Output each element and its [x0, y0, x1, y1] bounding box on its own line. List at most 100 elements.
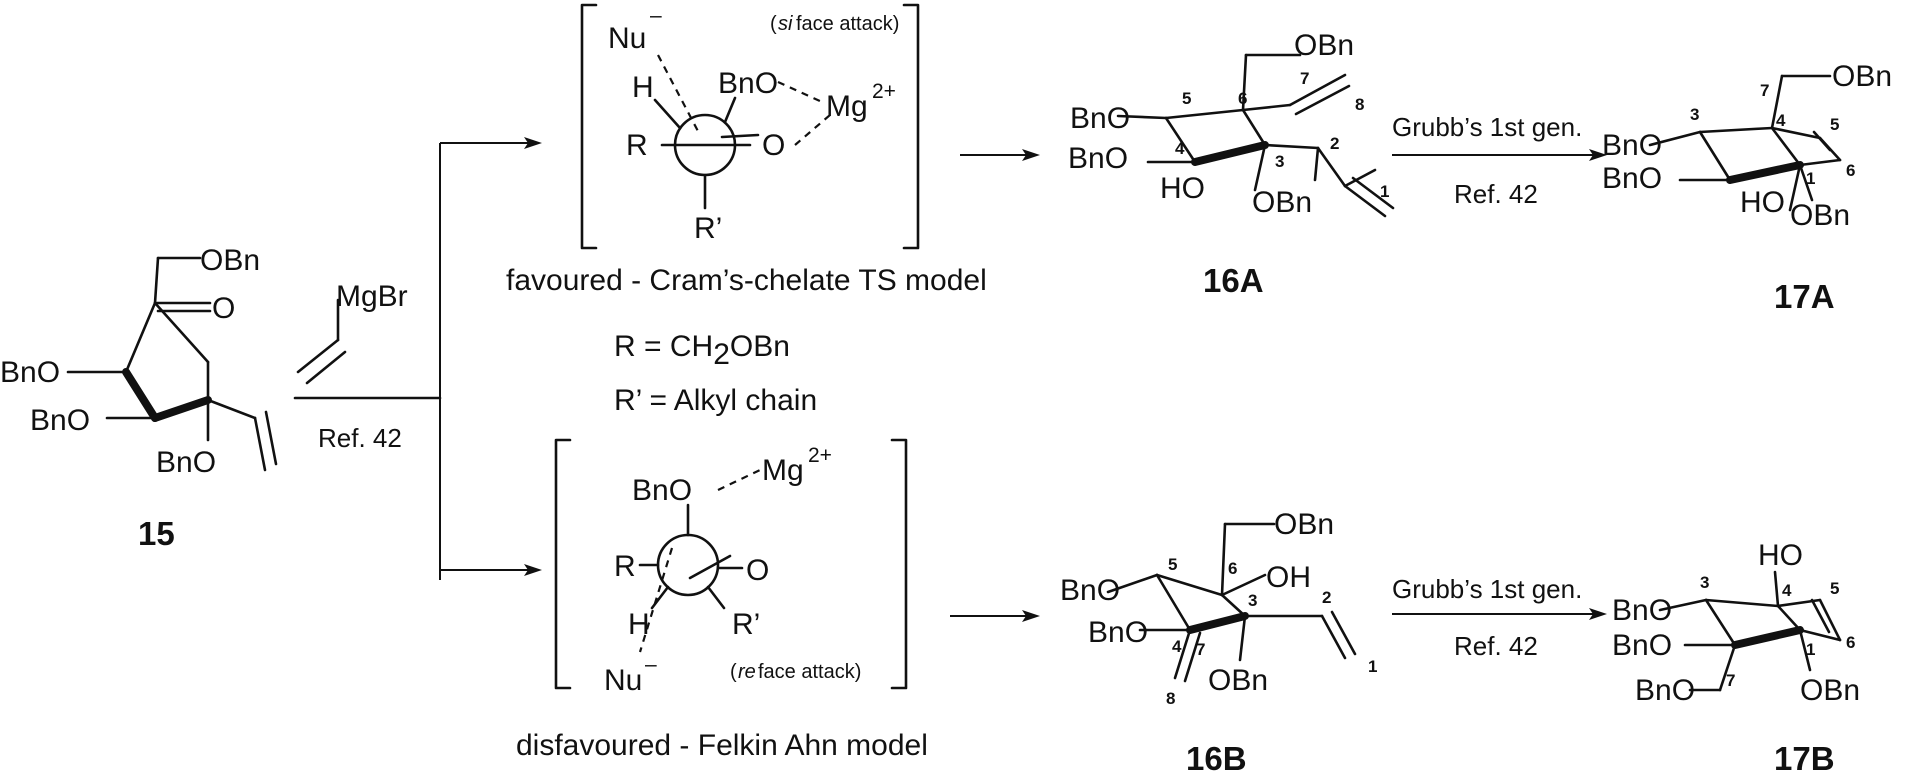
17A-bno-2: BnO — [1602, 162, 1662, 195]
vinylmagnesium-bromide: MgBr Ref. 42 — [293, 280, 442, 453]
16B-bno-4: BnO — [1088, 616, 1148, 649]
rcm-a-reagent: Grubb’s 1st gen. — [1392, 112, 1582, 142]
ts-b-face-letters: re — [738, 661, 756, 683]
17A-ho: HO — [1740, 186, 1785, 219]
17B-bno-7: BnO — [1635, 674, 1695, 707]
16A-num-5: 5 — [1182, 89, 1191, 108]
compound-16B: OBn OH BnO BnO OBn 5 6 3 2 4 7 8 1 16B — [1060, 508, 1377, 774]
label-15: 15 — [138, 515, 175, 552]
c15-bno-left: BnO — [0, 356, 60, 389]
16B-num-6: 6 — [1228, 559, 1237, 578]
ts-to-product-arrows — [950, 149, 1040, 622]
rcm-b-reagent: Grubb’s 1st gen. — [1392, 574, 1582, 604]
16A-num-7: 7 — [1300, 69, 1309, 88]
ts-b-face-open: ( — [730, 661, 737, 683]
16B-obn-3: OBn — [1208, 664, 1268, 697]
rcm-step-bottom: Grubb’s 1st gen. Ref. 42 — [1392, 574, 1607, 661]
16A-num-6: 6 — [1238, 89, 1247, 108]
rcm-b-ref: Ref. 42 — [1454, 631, 1538, 661]
17B-num-6: 6 — [1846, 633, 1855, 652]
ts-a-bno: BnO — [718, 67, 778, 100]
16A-num-2: 2 — [1330, 134, 1339, 153]
label-17B: 17B — [1774, 740, 1835, 774]
16A-obn-3: OBn — [1252, 186, 1312, 219]
17B-ho: HO — [1758, 539, 1803, 572]
16B-obn-top: OBn — [1274, 508, 1334, 541]
ts-b-h: H — [628, 608, 650, 641]
mgbr-label: MgBr — [336, 280, 408, 313]
def-rprime: R’ = Alkyl chain — [614, 384, 817, 417]
ts-a-nu-charge: – — [650, 4, 662, 27]
16B-num-1: 1 — [1368, 657, 1377, 676]
16B-num-4: 4 — [1172, 637, 1182, 656]
17A-num-6: 6 — [1846, 161, 1855, 180]
ts-chelate: Nu – ( si face attack) H BnO Mg 2+ R O R… — [506, 3, 987, 297]
16A-bno-4: BnO — [1068, 142, 1128, 175]
ts-a-mg-charge: 2+ — [872, 80, 896, 103]
17A-num-4: 4 — [1776, 111, 1786, 130]
17B-num-7: 7 — [1726, 671, 1735, 690]
compound-17A: OBn BnO BnO HO OBn 7 3 4 5 6 1 17A — [1602, 60, 1892, 315]
ts-a-r: R — [626, 129, 648, 162]
16A-num-8: 8 — [1355, 95, 1364, 114]
c15-ketone-o: O — [212, 292, 235, 325]
def-r: R = CH2OBn — [614, 330, 790, 371]
17B-num-3: 3 — [1700, 573, 1709, 592]
17B-num-5: 5 — [1830, 579, 1839, 598]
ts-b-mg: Mg — [762, 454, 804, 487]
17B-obn-1: OBn — [1800, 674, 1860, 707]
16B-bno-5: BnO — [1060, 574, 1120, 607]
ts-b-r: R — [614, 550, 636, 583]
ts-a-face-letters: si — [778, 13, 793, 35]
17B-bno-2: BnO — [1612, 629, 1672, 662]
ts-b-caption: disfavoured - Felkin Ahn model — [516, 729, 928, 762]
17B-num-4: 4 — [1782, 581, 1792, 600]
c15-bno-bottom: BnO — [156, 446, 216, 479]
label-16A: 16A — [1203, 262, 1264, 299]
substituent-definitions: R = CH2OBn R’ = Alkyl chain — [614, 330, 817, 417]
16B-num-5: 5 — [1168, 555, 1177, 574]
ts-a-face-open: ( — [770, 13, 777, 35]
ts-b-bno: BnO — [632, 474, 692, 507]
17A-num-1: 1 — [1806, 169, 1815, 188]
label-17A: 17A — [1774, 278, 1835, 315]
16A-num-4: 4 — [1175, 139, 1185, 158]
ts-a-o: O — [762, 129, 785, 162]
ts-a-face-rest: face attack) — [796, 13, 899, 35]
16A-bno-5: BnO — [1070, 102, 1130, 135]
c15-obn-top-fix: OBn — [200, 244, 260, 277]
ts-felkin: BnO Mg 2+ R O H R’ Nu – ( re face attack… — [516, 438, 928, 762]
16B-oh: OH — [1266, 561, 1311, 594]
ts-b-o: O — [746, 554, 769, 587]
17A-obn-top: OBn — [1832, 60, 1892, 93]
ts-b-face-rest: face attack) — [758, 661, 861, 683]
16A-ho: HO — [1160, 172, 1205, 205]
17A-num-3: 3 — [1690, 105, 1699, 124]
ts-b-mg-charge: 2+ — [808, 444, 832, 467]
16A-num-3: 3 — [1275, 152, 1284, 171]
16B-num-8: 8 — [1166, 689, 1175, 708]
17A-bno-3: BnO — [1602, 129, 1662, 162]
reagent-ref: Ref. 42 — [318, 423, 402, 453]
c15-bno-mid: BnO — [30, 404, 90, 437]
17A-num-5: 5 — [1830, 115, 1839, 134]
16B-num-3: 3 — [1248, 591, 1257, 610]
ts-a-caption: favoured - Cram’s-chelate TS model — [506, 264, 987, 297]
compound-15: OBn OBn O BnO BnO BnO 15 — [0, 244, 278, 552]
ts-b-nu-charge: – — [645, 653, 657, 676]
16A-num-1: 1 — [1380, 182, 1389, 201]
16B-num-7: 7 — [1196, 640, 1205, 659]
branch-arrows — [439, 137, 542, 580]
compound-17B: HO BnO BnO BnO OBn 3 4 5 6 1 7 17B — [1612, 539, 1860, 774]
compound-16A: OBn BnO BnO HO OBn 5 6 7 8 4 3 2 1 16A — [1068, 29, 1395, 299]
ts-a-rprime: R’ — [694, 212, 722, 245]
label-16B: 16B — [1186, 740, 1247, 774]
ts-a-nu: Nu — [608, 22, 646, 55]
rcm-step-top: Grubb’s 1st gen. Ref. 42 — [1392, 112, 1607, 209]
17A-num-7: 7 — [1760, 81, 1769, 100]
17B-num-1: 1 — [1806, 640, 1815, 659]
ts-b-nu: Nu — [604, 664, 642, 697]
17B-bno-3: BnO — [1612, 594, 1672, 627]
ts-b-rprime: R’ — [732, 608, 760, 641]
